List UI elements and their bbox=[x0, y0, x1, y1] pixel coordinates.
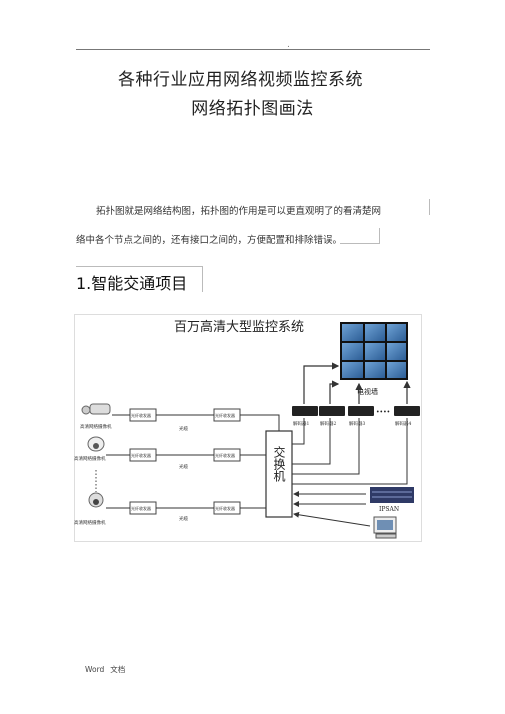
paragraph-line2: 络中各个节点之间的，还有接口之间的，方便配置和排除错误。 bbox=[76, 235, 343, 246]
network-topology-diagram: 百万高清大型监控系统 电视墙 解码器1 解码器2 解码器3 解码器4 •••• … bbox=[74, 314, 422, 542]
row-3 bbox=[106, 501, 266, 515]
heading-box-top bbox=[76, 266, 203, 267]
fiber-left-2: 光纤收发器 bbox=[131, 452, 151, 458]
switch-label: 交换机 bbox=[272, 445, 286, 482]
para-box-right1 bbox=[429, 199, 430, 215]
decoder-1 bbox=[292, 406, 318, 416]
fiber-cable-1: 光缆 bbox=[179, 425, 188, 432]
doc-title-line1: 各种行业应用网络视频监控系统 bbox=[118, 70, 363, 90]
fiber-right-2: 光纤收发器 bbox=[215, 452, 235, 458]
doc-title-line2: 网络拓扑图画法 bbox=[191, 99, 314, 119]
heading-box-right bbox=[202, 266, 203, 292]
switch-box bbox=[265, 430, 293, 518]
decoder-4-label: 解码器4 bbox=[395, 420, 411, 427]
fiber-cable-2: 光缆 bbox=[179, 463, 188, 470]
row-2 bbox=[106, 448, 266, 462]
footer-word: Word bbox=[85, 665, 105, 674]
decoder-1-label: 解码器1 bbox=[293, 420, 309, 427]
camera-dome bbox=[87, 436, 105, 452]
decoder2-to-wall bbox=[329, 380, 340, 404]
diagram-title: 百万高清大型监控系统 bbox=[174, 319, 304, 335]
camera-1-label: 高清网络摄像机 bbox=[80, 423, 112, 430]
decoder-2 bbox=[319, 406, 345, 416]
para-box-bottom bbox=[340, 243, 380, 244]
fiber-left-1: 光纤收发器 bbox=[131, 412, 151, 418]
paragraph-line1: 拓扑图就是网络结构图，拓扑图的作用是可以更直观明了的看清楚网 bbox=[96, 206, 382, 217]
footer-doc: 文档 bbox=[110, 665, 126, 674]
section-heading: 1.智能交通项目 bbox=[76, 274, 188, 293]
camera-3-label: 高清网络摄像机 bbox=[74, 519, 106, 526]
fiber-cable-3: 光缆 bbox=[179, 515, 188, 522]
header-dot: . bbox=[287, 40, 290, 50]
fiber-left-3: 光纤收发器 bbox=[131, 505, 151, 511]
decoder-3-label: 解码器3 bbox=[349, 420, 365, 427]
row-1 bbox=[112, 408, 280, 431]
tv-wall-label: 电视墙 bbox=[357, 387, 378, 396]
decoder-4 bbox=[394, 406, 420, 416]
monitor-pc bbox=[373, 516, 397, 539]
ipsan-storage bbox=[370, 487, 414, 503]
camera-2-label: 高清网络摄像机 bbox=[74, 455, 106, 462]
decoder1-to-wall bbox=[303, 362, 340, 404]
decoder-3 bbox=[348, 406, 374, 416]
decoder-2-label: 解码器2 bbox=[320, 420, 336, 427]
para-box-right2 bbox=[379, 228, 380, 244]
camera-ptz bbox=[88, 492, 104, 508]
camera-bullet bbox=[81, 403, 111, 415]
ipsan-label: IPSAN bbox=[379, 506, 399, 513]
header-rule bbox=[76, 49, 430, 50]
fiber-right-1: 光纤收发器 bbox=[215, 412, 235, 418]
tv-wall bbox=[340, 322, 408, 380]
footer: Word 文档 bbox=[85, 664, 131, 675]
fiber-right-3: 光纤收发器 bbox=[215, 505, 235, 511]
decoder-dots: •••• bbox=[376, 409, 390, 416]
